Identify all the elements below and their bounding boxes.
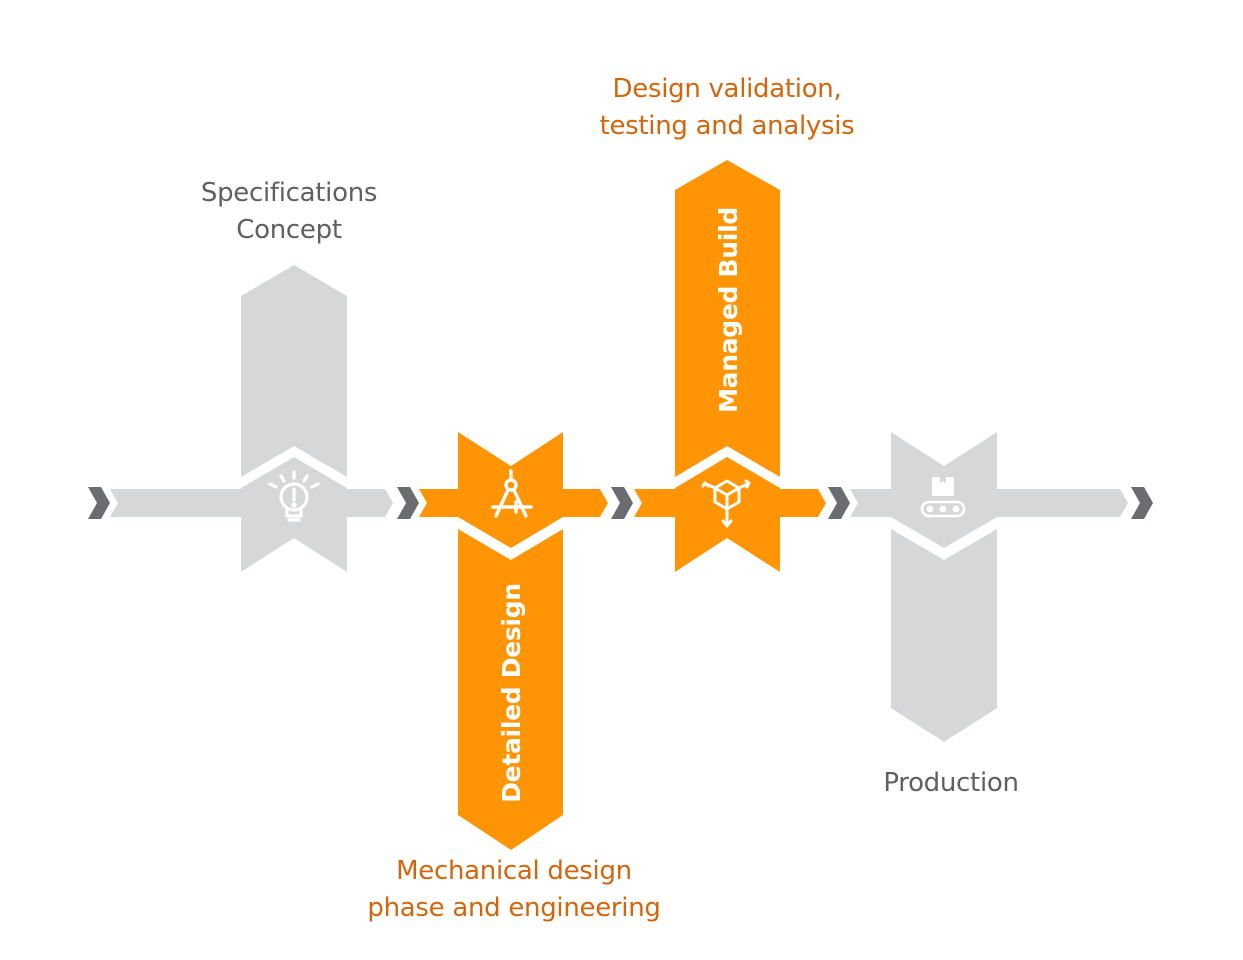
flow-chevrons [88,487,1153,519]
conveyor-icon [920,477,966,518]
caption-managed-build: Design validation, testing and analysis [600,71,855,145]
stage-lower-band [458,529,563,850]
compass-icon [491,469,533,518]
chevron-right-icon [88,487,110,519]
caption-line: Design validation, [612,74,842,104]
caption-line: testing and analysis [599,111,855,141]
caption-line: Mechanical design [396,856,632,886]
chevron-right-icon [397,487,419,519]
box-3d-icon [701,479,751,528]
stage-lower-band [891,529,997,742]
band-label: Managed Build [714,207,743,413]
stage-managed-build[interactable]: Managed Build [675,160,780,572]
chevron-right-icon [1131,487,1153,519]
band-label: Detailed Design [497,583,526,803]
caption-line: Production [883,768,1019,798]
stage-specifications[interactable] [241,265,347,572]
caption-specifications: Specifications Concept [200,175,378,249]
stage-production[interactable] [891,432,997,742]
caption-line: Concept [236,215,342,245]
caption-line: phase and engineering [367,893,661,923]
lightbulb-icon [268,470,320,522]
stage-upper-band [675,160,780,477]
caption-production: Production [883,765,1019,802]
stage-detailed-design[interactable]: Detailed Design [458,432,563,850]
caption-detailed-design: Mechanical design phase and engineering [367,853,660,927]
stage-upper-band [241,265,347,477]
chevron-right-icon [611,487,633,519]
caption-line: Specifications [200,178,378,208]
chevron-right-icon [828,487,850,519]
